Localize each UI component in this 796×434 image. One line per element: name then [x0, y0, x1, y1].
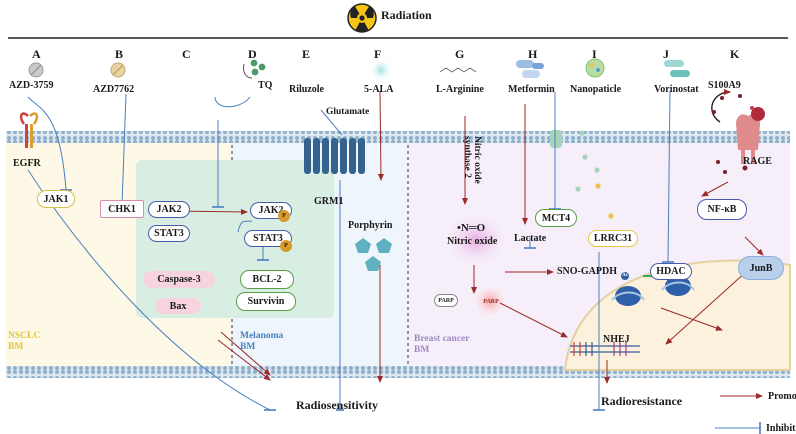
vorinostat-capsule-icon: [664, 60, 690, 77]
tq-plant-icon: [243, 59, 266, 79]
drug-label: L-Arginine: [436, 84, 484, 95]
column-letter: K: [730, 47, 740, 61]
column-letter: A: [32, 47, 41, 61]
column-letter: H: [528, 47, 538, 61]
column-letter: G: [455, 47, 465, 61]
mct4-transporter-icon: [550, 130, 562, 148]
ala-glow-icon: [369, 58, 393, 82]
drug-label: S100A9: [708, 80, 741, 91]
stat3-node: STAT3: [148, 225, 190, 242]
legend-inhibit-label: Inhibit: [766, 423, 796, 434]
radiation-icon: [347, 3, 377, 33]
mct4-node: MCT4: [535, 209, 577, 227]
jak1-node: JAK1: [37, 190, 75, 208]
lactate-label: Lactate: [514, 233, 547, 244]
bcl2-node: BCL-2: [240, 270, 294, 289]
parp-glow: [476, 287, 504, 315]
drug-label: AZD7762: [93, 84, 135, 95]
chk1-node: CHK1: [100, 200, 144, 218]
drug-label: Nanopaticle: [570, 84, 622, 95]
lrrc31-node: LRRC31: [588, 230, 638, 247]
bax-node: Bax: [155, 298, 201, 314]
acetyl-icon: Ac: [622, 272, 628, 278]
radiation-title: Radiation: [381, 8, 432, 22]
nanoparticle-dots: [575, 130, 614, 219]
no-glow: [442, 212, 510, 268]
drug-label: TQ: [258, 80, 273, 91]
no-formula: •N═O: [457, 222, 486, 234]
junb-node: JunB: [738, 256, 784, 280]
hdac-node: HDAC: [650, 263, 692, 280]
nhej-label: NHEJ: [603, 334, 630, 345]
egfr-label: EGFR: [13, 158, 41, 169]
jak2-phospho-icon: P: [278, 210, 290, 222]
porphyrin-shapes: [355, 238, 392, 271]
stat3-phospho-icon: P: [280, 240, 292, 252]
glutamate-label: Glutamate: [326, 107, 370, 117]
parp-active-node: PARP: [483, 299, 499, 305]
parp-node: PARP: [434, 294, 458, 307]
dna-strand: [570, 342, 640, 356]
sno-gapdh-label: SNO-GAPDH: [557, 266, 617, 277]
grm1-label: GRM1: [314, 196, 344, 207]
rage-label: RAGE: [743, 156, 772, 167]
radiosensitivity-label: Radiosensitivity: [296, 398, 379, 412]
drug-label: Vorinostat: [654, 84, 699, 95]
nfkb-node: NF-κB: [697, 199, 747, 220]
egfr-receptor-icon: [19, 112, 39, 148]
column-letter: C: [182, 47, 191, 61]
column-letter: F: [374, 47, 382, 61]
top-membrane: [6, 131, 790, 143]
column-letter: D: [248, 47, 257, 61]
no-label: Nitric oxide: [447, 236, 498, 247]
drug-label: Metformin: [508, 84, 555, 95]
column-letter: E: [302, 47, 311, 61]
s100a9-curved-arrow: [711, 89, 731, 123]
jak2-node: JAK2: [148, 201, 190, 218]
inhibit-lines: [27, 90, 760, 429]
column-letter: J: [663, 47, 669, 61]
survivin-node: Survivin: [236, 292, 296, 311]
legend-promote-label: Promote: [768, 391, 796, 402]
caspase3-node: Caspase-3: [143, 271, 215, 288]
drug-label: 5-ALA: [364, 84, 394, 95]
porphyrin-label: Porphyrin: [348, 220, 393, 231]
nanoparticle-icon: [585, 58, 605, 78]
column-letter: B: [115, 47, 124, 61]
metformin-pills-icon: [516, 60, 544, 78]
rage-receptor-icon: [736, 106, 765, 164]
column-letter: I: [592, 47, 597, 61]
grm1-receptor-icon: [304, 138, 365, 174]
radioresistance-label: Radioresistance: [601, 394, 683, 408]
histone-icon: [611, 272, 695, 306]
drug-label: Riluzole: [289, 84, 324, 95]
drug-label: AZD-3759: [9, 80, 54, 91]
larginine-structure-icon: [439, 67, 477, 73]
